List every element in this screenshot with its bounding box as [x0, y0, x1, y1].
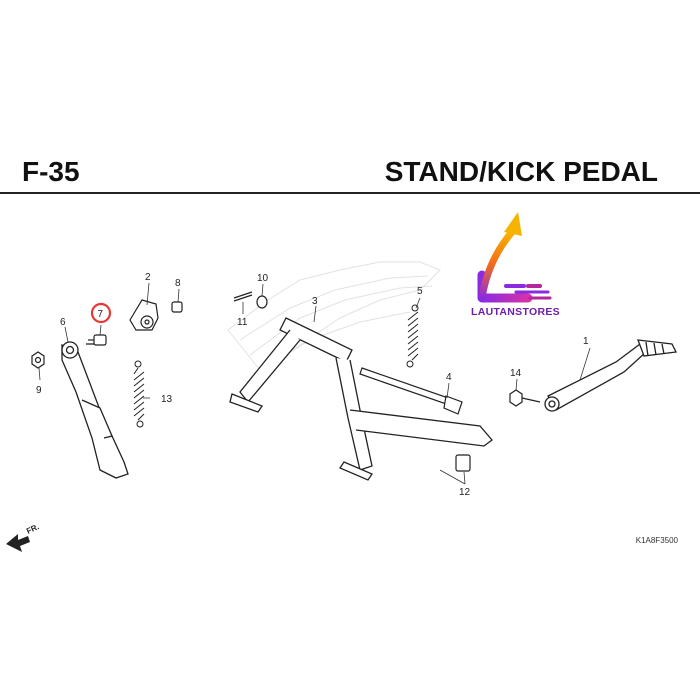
direction-label: FR. — [25, 522, 40, 536]
part-spring-right — [406, 304, 419, 368]
store-name: LAUTANSTORES — [471, 306, 560, 318]
store-logo — [477, 212, 552, 303]
callout-2: 2 — [145, 272, 151, 283]
callout-4: 4 — [446, 372, 452, 383]
callout-8: 8 — [175, 278, 181, 289]
front-direction-indicator: FR. — [6, 522, 41, 552]
callout-13: 13 — [161, 394, 173, 405]
part-main-stand — [229, 317, 493, 481]
part-small-bolt — [171, 301, 183, 313]
front-arrow-icon — [6, 534, 30, 552]
section-title: STAND/KICK PEDAL — [384, 156, 658, 187]
callout-11: 11 — [237, 317, 248, 328]
highlight-ring — [90, 302, 112, 324]
callout-7: 7 — [98, 309, 104, 320]
callout-14: 14 — [510, 368, 522, 379]
part-bolt — [88, 334, 107, 346]
section-code: F-35 — [22, 156, 80, 187]
diagram-id: K1A8F3500 — [635, 536, 678, 545]
callout-3: 3 — [312, 296, 318, 307]
callout-12: 12 — [459, 487, 471, 498]
part-switch — [129, 299, 159, 331]
callout-9: 9 — [36, 385, 42, 396]
part-side-stand — [61, 341, 129, 479]
part-kick-pedal — [544, 339, 677, 412]
callout-6: 6 — [60, 317, 66, 328]
callout-5: 5 — [417, 286, 423, 297]
part-stopper — [455, 454, 471, 472]
part-nut — [31, 351, 45, 369]
leader-lines — [38, 282, 591, 485]
part-shaft — [359, 367, 463, 415]
header-divider — [0, 192, 700, 194]
part-kick-bolt — [509, 389, 541, 407]
callout-labels: 1 2 3 4 5 6 7 8 9 10 11 12 13 14 — [36, 272, 589, 498]
callout-10: 10 — [257, 273, 269, 284]
part-spring-left — [133, 360, 145, 428]
callout-1: 1 — [583, 336, 589, 347]
